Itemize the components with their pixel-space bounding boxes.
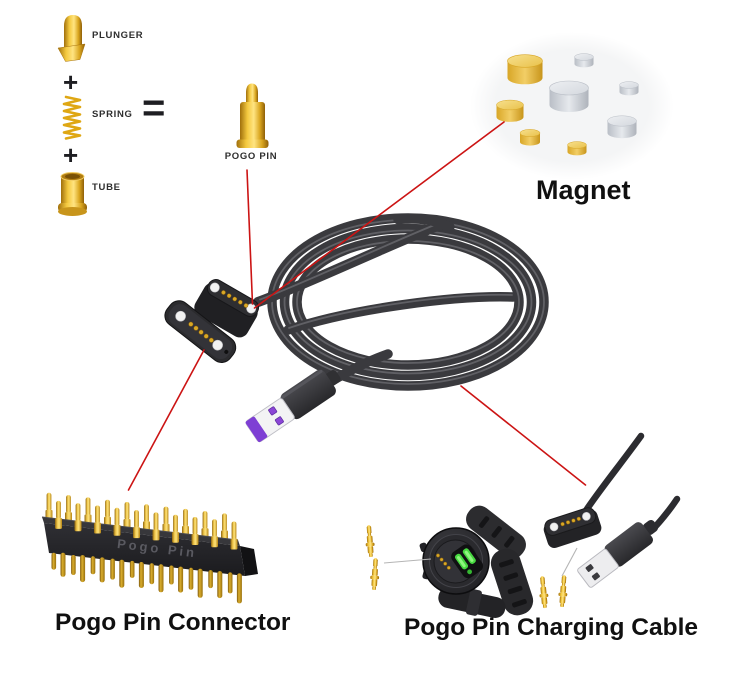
tube-icon [58, 172, 87, 216]
loose-pogo-pin [557, 574, 569, 608]
magnet-disc-gold-large [507, 54, 543, 85]
optical-sensor [451, 544, 484, 579]
connector-pin [113, 507, 121, 536]
connector-pin [143, 504, 150, 533]
pogo-plate-connector [164, 300, 237, 363]
head-cable-segment [253, 214, 455, 307]
magnet-disc-silver-small [574, 53, 594, 68]
gray-callout-line-1 [383, 558, 432, 564]
connector-pin [123, 502, 131, 530]
connector-pin [191, 517, 199, 545]
connector-pin [211, 519, 218, 548]
connector-pin [84, 497, 92, 526]
screw-hole [224, 349, 229, 354]
pogo-pin-icon [236, 83, 269, 148]
equals-sign: = [142, 86, 166, 130]
magnet-label: Magnet [536, 175, 631, 205]
magnet-disc-gold-small-2 [567, 141, 587, 156]
connector-pin [172, 514, 179, 543]
usb-a-plug-center [245, 369, 341, 443]
usb-a-plug-small [577, 495, 681, 588]
connector-pin [182, 508, 189, 537]
cable-cross-segment [283, 292, 518, 335]
connector-pin [65, 495, 72, 524]
magnet-disc-gold-medium [496, 99, 524, 122]
connector-pin [74, 503, 82, 532]
red-callout-line-4 [460, 385, 587, 486]
watch-charging-head [543, 432, 645, 548]
watch-charge-contacts [436, 553, 451, 570]
plunger-icon [57, 15, 86, 62]
loose-pogo-pin [364, 524, 376, 558]
connector-pin [162, 506, 170, 535]
formula-panel [57, 15, 269, 216]
gray-callout-line-2 [561, 547, 578, 577]
magnet-disc-gold-small [519, 129, 541, 146]
magnet-disc-silver-small-2 [619, 81, 639, 96]
magnetic-connector-head [194, 279, 260, 338]
connector-pin [152, 512, 160, 541]
plunger-label: PLUNGER [92, 30, 144, 41]
coil-knot [393, 214, 455, 232]
magnet-disc-silver-large [549, 80, 589, 112]
pogo-pin-charging-cable-label: Pogo Pin Charging Cable [404, 614, 699, 641]
magnet-disc-silver-medium [607, 115, 637, 139]
pogo-pin-connector-graphic [41, 492, 258, 604]
loose-pogo-pin [369, 557, 381, 591]
connector-pin [133, 510, 140, 539]
magnet-cluster [470, 32, 674, 180]
red-callout-line-1 [246, 169, 254, 305]
smartwatch [419, 505, 534, 618]
red-callout-line-2 [253, 121, 505, 309]
plus-sign-2: + [63, 140, 79, 170]
connector-pin [45, 492, 53, 521]
loose-pogo-pin [537, 575, 550, 609]
connector-pin [104, 499, 111, 528]
connector-pin [221, 513, 228, 542]
spring-label: SPRING [92, 109, 133, 120]
usb-purple-tip [245, 416, 268, 443]
pogo-pin-connector-label: Pogo Pin Connector [55, 609, 291, 636]
plus-sign-1: + [63, 67, 79, 97]
gray-callout-lines [383, 547, 578, 577]
connector-pin [230, 521, 238, 550]
connector-pin-tails [51, 552, 242, 604]
spring-icon [62, 95, 82, 140]
tube-label: TUBE [92, 182, 121, 193]
connector-pin [201, 511, 209, 540]
pogo-pin-label: POGO PIN [224, 151, 278, 162]
connector-pin [55, 500, 62, 529]
connector-pin [94, 505, 101, 534]
red-callout-line-3 [127, 349, 205, 491]
red-callout-lines [127, 121, 587, 491]
